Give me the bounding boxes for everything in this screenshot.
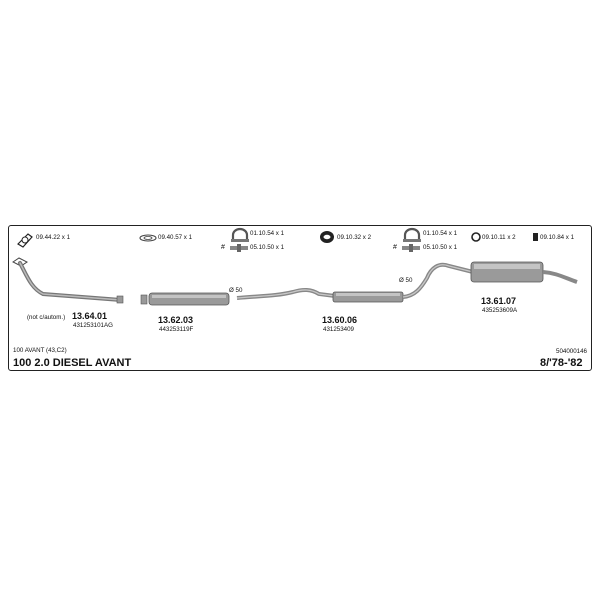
hardware-label: 09.10.11 x 2 <box>482 234 516 241</box>
hardware-label: 09.10.32 x 2 <box>337 234 372 241</box>
u-clamp-icon <box>403 227 421 242</box>
exhaust-diagram-frame: 09.44.22 x 1 09.40.57 x 1 01.10.54 x 1 #… <box>8 225 592 371</box>
diameter-label: Ø 50 <box>399 277 413 284</box>
u-clamp-icon <box>231 227 249 242</box>
oem-number: 431253409 <box>323 326 354 333</box>
part-note: (not c/autom.) <box>27 314 66 321</box>
bracket-icon <box>402 244 420 252</box>
part-number: 13.60.06 <box>322 315 358 325</box>
ring-gasket-icon <box>139 234 157 242</box>
oem-number: 435253609A <box>482 307 518 314</box>
front-muffler-part <box>148 292 230 306</box>
oem-number: 443253119F <box>159 326 194 333</box>
diameter-label: Ø 50 <box>229 287 243 294</box>
hardware-label: 01.10.54 x 1 <box>423 230 458 237</box>
gasket-icon <box>17 233 33 248</box>
hash-mark: # <box>221 244 225 251</box>
bracket-icon <box>230 244 248 252</box>
center-muffler-part <box>332 291 404 303</box>
rubber-mount-icon <box>320 231 334 243</box>
part-number: 13.64.01 <box>72 311 108 321</box>
hardware-label: 09.44.22 x 1 <box>36 234 71 241</box>
hash-mark: # <box>393 244 397 251</box>
production-years: 8/'78-'82 <box>540 357 583 369</box>
ref-code: 504000146 <box>556 348 587 355</box>
model-code: 100 AVANT (43,C2) <box>13 347 67 354</box>
oem-number: 431253101AG <box>73 322 113 329</box>
hardware-label: 09.10.84 x 1 <box>540 234 575 241</box>
ring-hanger-icon <box>471 232 481 242</box>
rear-muffler-part <box>470 261 578 284</box>
part-number: 13.62.03 <box>158 315 194 325</box>
hardware-label: 05.10.50 x 1 <box>250 244 285 251</box>
hardware-label: 09.40.57 x 1 <box>158 234 193 241</box>
hanger-block-icon <box>533 233 538 241</box>
vehicle-title: 100 2.0 DIESEL AVANT <box>13 357 132 369</box>
part-number: 13.61.07 <box>481 296 517 306</box>
hardware-label: 01.10.54 x 1 <box>250 230 285 237</box>
exhaust-system-drawing <box>12 227 578 306</box>
front-pipe-part <box>12 257 148 305</box>
hardware-label: 05.10.50 x 1 <box>423 244 458 251</box>
